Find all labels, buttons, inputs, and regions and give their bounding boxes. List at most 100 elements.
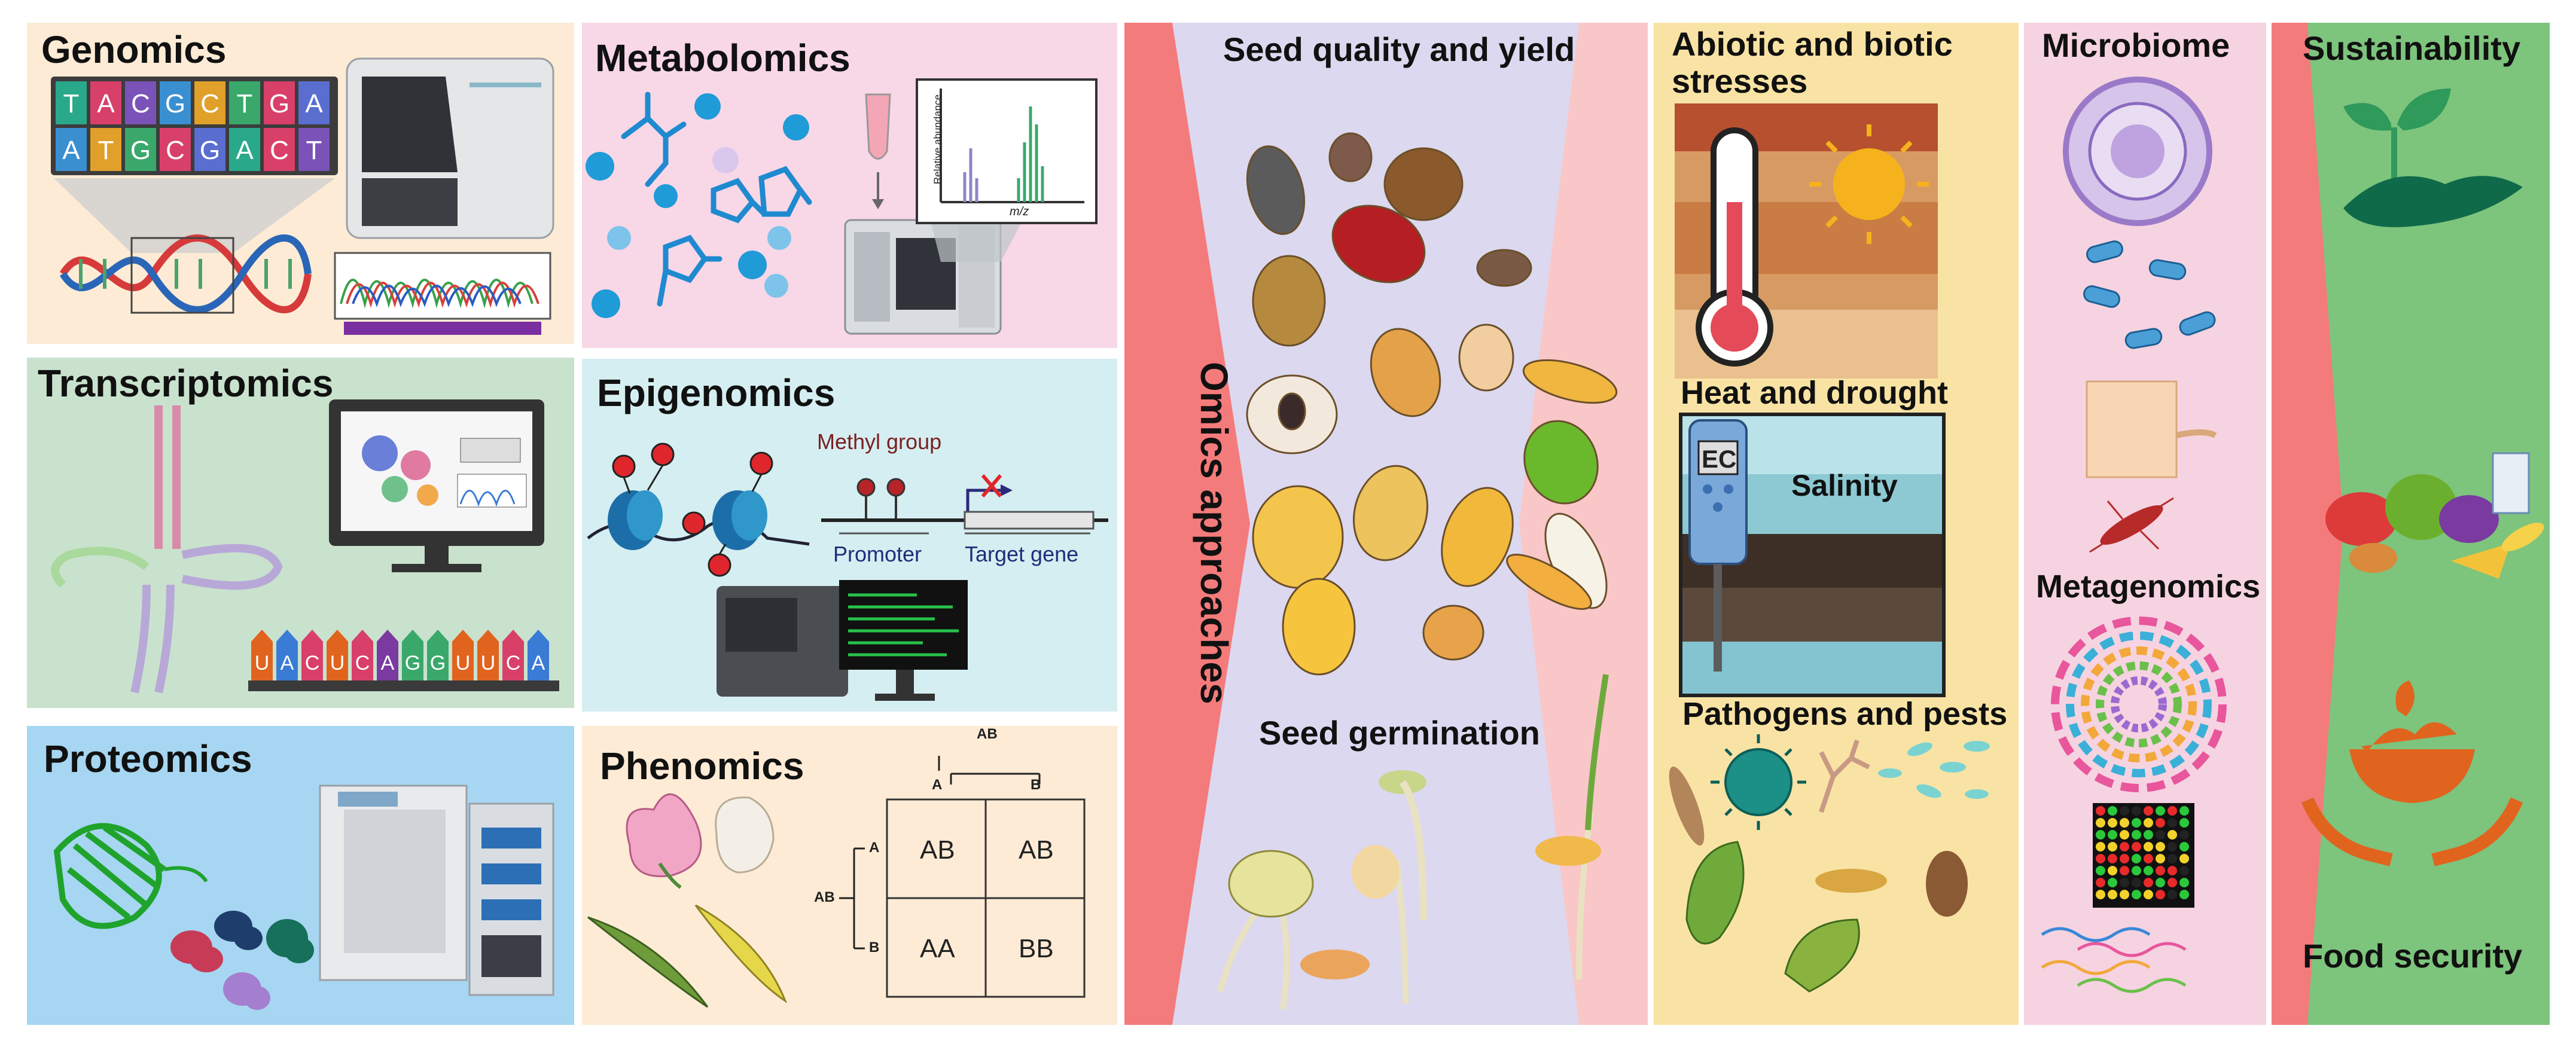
heatmap-cell [2096, 830, 2105, 840]
epigenomics-illustration [587, 442, 1108, 701]
rna-base-tile [528, 630, 549, 680]
heatmap-cell [2096, 818, 2105, 828]
phenomics-title: Phenomics [600, 744, 804, 788]
dna-tile-top [160, 81, 191, 124]
methyl-group-label: Methyl group [817, 429, 942, 454]
heatmap-cell [2168, 878, 2177, 887]
heatmap-cell [2144, 806, 2153, 816]
heatmap-cell [2144, 890, 2153, 899]
dna-tile-top [90, 81, 121, 124]
punnett-parent-left: AB [814, 889, 835, 905]
heatmap-cell [2156, 818, 2165, 828]
heatmap-cell [2132, 866, 2141, 875]
heatmap-cell [2156, 842, 2165, 851]
dna-letter-top: C [200, 89, 220, 118]
metabolite-molecules [586, 78, 1098, 335]
rna-base-tile [427, 630, 449, 680]
ec-meter-label: EC [1702, 445, 1737, 473]
heatmap-cell [2168, 854, 2177, 863]
dna-tile-bottom [160, 128, 191, 171]
dna-tile-bottom [298, 128, 330, 171]
heatmap-cell [2108, 890, 2117, 899]
heatmap-cell [2168, 818, 2177, 828]
heatmap-cell [2144, 830, 2153, 840]
rna-base-letter: C [506, 652, 521, 674]
proteomics-illustration [53, 785, 554, 1010]
heatmap-cell [2108, 818, 2117, 828]
dna-tile-top [229, 81, 260, 124]
heatmap-cell [2156, 866, 2165, 875]
heatmap-cell [2120, 806, 2129, 816]
heatmap-cell [2120, 818, 2129, 828]
spectrum-ylabel: Relative abundance [932, 94, 944, 185]
stresses-panel: Abiotic and biotic stresses [1654, 23, 2019, 1025]
heatmap-cell [2144, 878, 2153, 887]
proteomics-title: Proteomics [44, 737, 252, 780]
proteomics-panel: Proteomics [27, 726, 574, 1025]
heatmap-cell [2179, 842, 2189, 851]
heatmap-cell [2096, 854, 2105, 863]
punnett-parent-top: AB [977, 726, 998, 742]
rna-base-tile [276, 630, 298, 680]
heatmap-cell [2179, 854, 2189, 863]
metabolomics-panel: Metabolomics [582, 23, 1117, 348]
rna-base-letter: U [481, 652, 496, 674]
rna-base-letter: G [405, 652, 420, 674]
heatmap-cell [2096, 842, 2105, 851]
rna-base-letter: U [456, 652, 471, 674]
pathogens-pests-title: Pathogens and pests [1682, 696, 2008, 732]
rna-base-tile [477, 630, 499, 680]
dna-letter-bottom: C [270, 136, 289, 165]
dna-tile-bottom [194, 128, 225, 171]
punnett-col-b: B [1031, 777, 1041, 793]
dna-letter-bottom: G [200, 136, 220, 165]
punnett-cell-2: AB [1019, 835, 1054, 865]
metabolomics-title: Metabolomics [595, 36, 850, 80]
dna-letter-bottom: T [98, 136, 114, 165]
heatmap-cell [2108, 854, 2117, 863]
heatmap-cell [2132, 878, 2141, 887]
heatmap-cell [2168, 830, 2177, 840]
phenomics-panel: Phenomics AB A B AB A B AB AB AA BB [582, 726, 1117, 1025]
dna-tile-top [194, 81, 225, 124]
heatmap-cell [2168, 842, 2177, 851]
heatmap-cell [2144, 818, 2153, 828]
heatmap-cell [2156, 806, 2165, 816]
heatmap-cell [2120, 866, 2129, 875]
spectrum-xlabel: m/z [1010, 205, 1029, 218]
heatmap-cell [2144, 854, 2153, 863]
rna-base-letter: A [381, 652, 395, 674]
heatmap-cell [2156, 878, 2165, 887]
dna-tile-bottom [229, 128, 260, 171]
rna-base-letter: G [430, 652, 446, 674]
rna-base-tile [352, 630, 373, 680]
punnett-cell-1: AB [920, 835, 955, 865]
heatmap-cell [2108, 830, 2117, 840]
heatmap-cell [2168, 890, 2177, 899]
dna-tile-bottom [125, 128, 156, 171]
stresses-illustration [1669, 103, 1990, 993]
food-security-title: Food security [2303, 937, 2523, 975]
heatmap-cell [2132, 854, 2141, 863]
heatmap-cell [2156, 830, 2165, 840]
rna-base-tile [301, 630, 323, 680]
rna-base-tile [251, 630, 273, 680]
rna-base-tile [502, 630, 524, 680]
heatmap-cell [2168, 866, 2177, 875]
rna-base-letter: U [255, 652, 270, 674]
dna-letter-bottom: G [130, 136, 151, 165]
target-gene-label: Target gene [965, 542, 1079, 566]
punnett-row-b: B [869, 939, 880, 956]
promoter-label: Promoter [833, 542, 922, 566]
heatmap-cell [2108, 806, 2117, 816]
microbiome-illustration [2041, 77, 2227, 993]
dna-letter-top: T [237, 89, 253, 118]
outcomes-illustration [2272, 23, 2544, 1025]
rna-base-letter: A [281, 652, 294, 674]
heatmap-cell [2096, 866, 2105, 875]
heatmap-cell [2096, 806, 2105, 816]
rna-base-letter: A [532, 652, 545, 674]
heatmap-cell [2156, 854, 2165, 863]
